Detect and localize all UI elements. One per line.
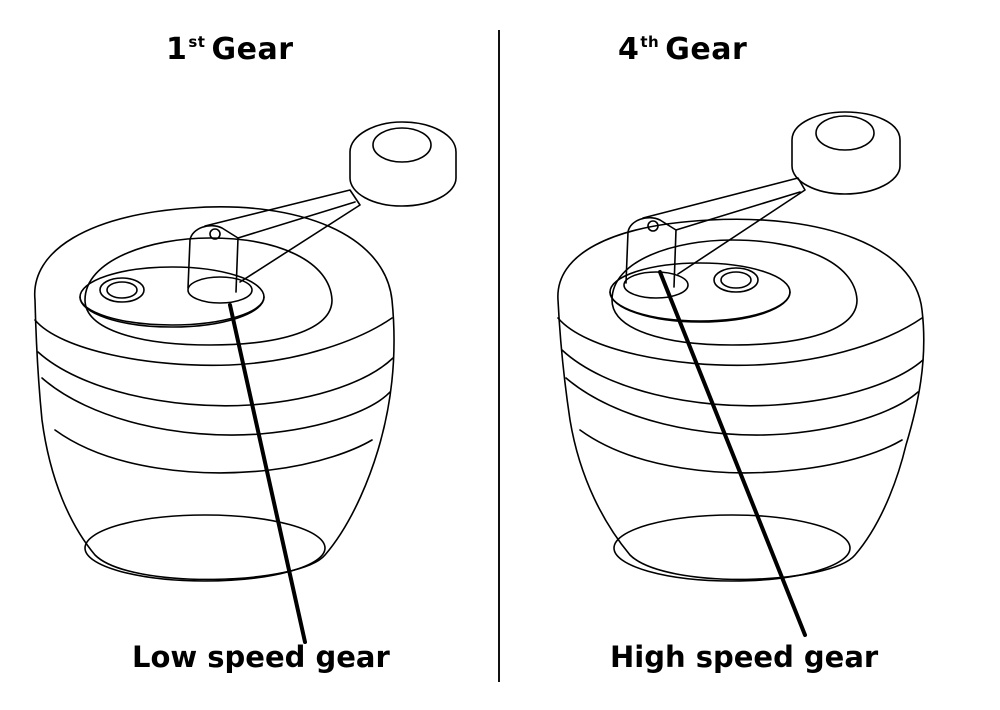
panel-4th-gear: 4th Gear High speed gear <box>500 0 1000 710</box>
gear-title-word: Gear <box>665 32 748 67</box>
crank-arm <box>205 190 360 282</box>
bowl-outline <box>35 207 394 580</box>
crank-knob <box>350 122 456 206</box>
pointer-line <box>230 305 305 642</box>
gear-plate <box>610 263 790 321</box>
gear-title-suffix: st <box>188 33 206 51</box>
lid-ring-3 <box>42 378 390 435</box>
bowl-base <box>614 515 850 581</box>
gear-title-word: Gear <box>211 32 294 67</box>
pointer-line <box>660 272 805 635</box>
crank-pin <box>648 221 658 231</box>
hand-chopper-high-gear-illustration <box>500 0 1000 710</box>
bowl-base <box>85 515 325 581</box>
panel-1st-gear: 1st Gear <box>0 0 500 710</box>
lid-ring-2 <box>562 350 923 406</box>
top-dome <box>612 240 857 345</box>
caption-high-speed: High speed gear <box>610 640 879 674</box>
gear-title-suffix: th <box>640 33 660 51</box>
lid-ring-3 <box>566 378 918 435</box>
gear-title-number: 4 <box>618 32 640 67</box>
gear-title-4th: 4th Gear <box>618 32 747 67</box>
lid-ring-4 <box>580 430 902 473</box>
gear-hub <box>714 268 758 292</box>
bowl-outline <box>558 219 924 579</box>
gear-title-number: 1 <box>166 32 188 67</box>
crank-arm <box>643 178 805 274</box>
crank-base <box>624 272 688 298</box>
crank-knob <box>792 112 900 194</box>
lid-ring-1 <box>35 318 392 365</box>
panel-divider <box>498 30 500 682</box>
hand-chopper-low-gear-illustration <box>0 0 500 710</box>
gear-title-1st: 1st Gear <box>166 32 294 67</box>
crank-base <box>188 277 252 303</box>
lid-ring-1 <box>558 318 922 365</box>
lid-ring-4 <box>55 430 372 473</box>
caption-low-speed: Low speed gear <box>132 640 390 674</box>
crank-pin <box>210 229 220 239</box>
lid-ring-2 <box>38 352 393 406</box>
top-dome <box>85 238 332 345</box>
gear-hub <box>100 278 144 302</box>
